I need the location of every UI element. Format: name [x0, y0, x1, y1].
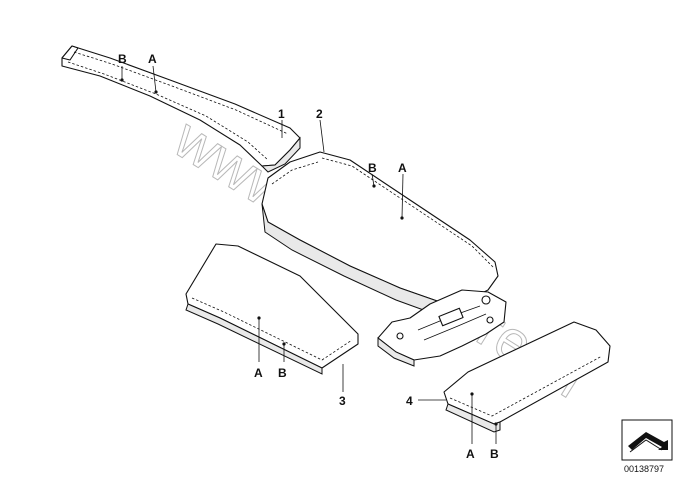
seam-label-a-part1: A [148, 52, 157, 66]
callout-4[interactable]: 4 [406, 394, 413, 408]
part-3-pad[interactable] [185, 243, 359, 375]
seam-label-b-part2: B [368, 161, 377, 175]
callout-3[interactable]: 3 [339, 394, 346, 408]
seam-label-a-part2: A [398, 161, 407, 175]
seam-label-a-part3: A [254, 366, 263, 380]
seam-label-b-part1: B [118, 52, 127, 66]
leader-lines [120, 65, 498, 444]
callout-2[interactable]: 2 [316, 107, 323, 121]
seam-label-a-part4: A [466, 447, 475, 461]
reference-number: 00138797 [624, 464, 664, 474]
reference-box: 00138797 [621, 419, 673, 474]
part-1-strip[interactable] [61, 45, 301, 173]
arrow-symbol-icon [628, 432, 668, 453]
part-4-pad[interactable] [443, 321, 611, 433]
callout-1[interactable]: 1 [278, 107, 285, 121]
seam-label-b-part3: B [278, 366, 287, 380]
seam-label-b-part4: B [490, 447, 499, 461]
bracket-base[interactable] [377, 289, 507, 367]
